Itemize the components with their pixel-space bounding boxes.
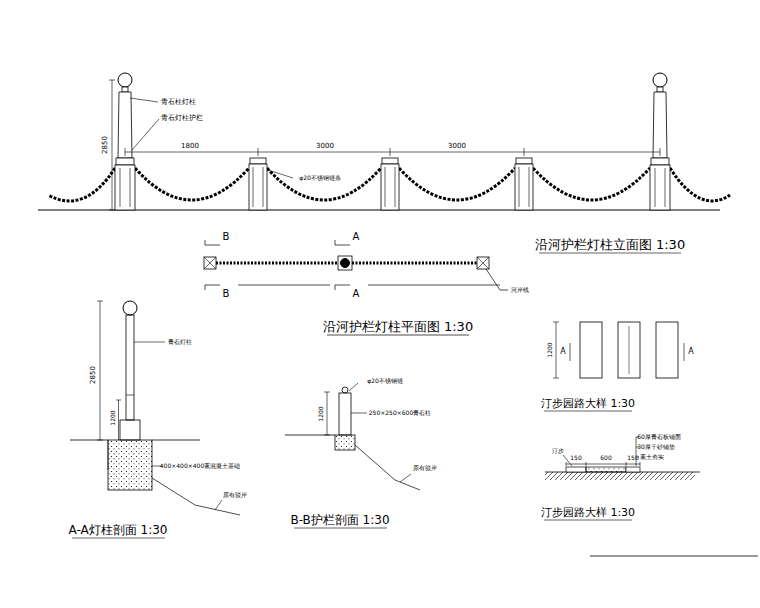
view-title: B-B护栏剖面 1:30 xyxy=(290,514,389,526)
material-note: 素土夯实 xyxy=(640,454,664,460)
section-mark: A xyxy=(688,348,693,356)
material-note: 汀步 xyxy=(552,448,564,454)
material-note: 原有驳岸 xyxy=(223,492,247,498)
view-title: 汀步园路大样 1:30 xyxy=(541,507,635,518)
section-mark: B xyxy=(223,232,230,242)
dimension-label: 1200 xyxy=(547,342,553,357)
dimension-label: 1800 xyxy=(181,143,199,150)
section-mark: A xyxy=(353,289,360,299)
dimension-label: 150 xyxy=(627,455,638,461)
dimension-label: 150 xyxy=(570,455,581,461)
elevation-view xyxy=(38,73,730,253)
material-note: 250×250×600青石柱 xyxy=(369,410,431,416)
dimension-label: 3000 xyxy=(448,143,466,150)
dimension-label: 1200 xyxy=(318,406,324,421)
view-title: 沿河护栏灯柱立面图 1:30 xyxy=(535,238,685,251)
material-note: φ20不锈钢链 xyxy=(367,378,403,384)
material-note: 400×400×400素混凝土基础 xyxy=(160,463,240,469)
plan-view xyxy=(204,240,508,335)
dimension-label: 3000 xyxy=(316,143,334,150)
section-mark: A xyxy=(353,232,360,242)
material-note: φ20不锈钢链条 xyxy=(299,175,341,181)
material-note: 原有驳岸 xyxy=(413,465,437,471)
material-note: 青石柱灯柱 xyxy=(161,99,196,106)
view-title: 沿河护栏灯柱平面图 1:30 xyxy=(323,320,473,333)
material-note: 青石灯柱 xyxy=(168,339,192,345)
material-note: 青石灯柱护栏 xyxy=(161,115,203,122)
dimension-label: 2850 xyxy=(102,136,109,154)
view-title: A-A灯柱剖面 1:30 xyxy=(69,524,168,536)
material-note: 60厚青石板铺面 xyxy=(637,434,681,440)
view-title: 汀步园路大样 1:30 xyxy=(541,398,635,409)
railing-section xyxy=(285,383,420,528)
dimension-label: 1200 xyxy=(110,410,116,425)
section-mark: B xyxy=(223,289,230,299)
material-note: 河岸线 xyxy=(511,287,529,293)
section-mark: A xyxy=(560,348,565,356)
dimension-label: 2850 xyxy=(90,366,97,384)
lamp-section xyxy=(70,301,240,538)
material-note: 30厚干砂铺垫 xyxy=(637,444,675,450)
stepping-stone-section xyxy=(544,437,758,556)
dimension-label: 600 xyxy=(600,455,611,461)
